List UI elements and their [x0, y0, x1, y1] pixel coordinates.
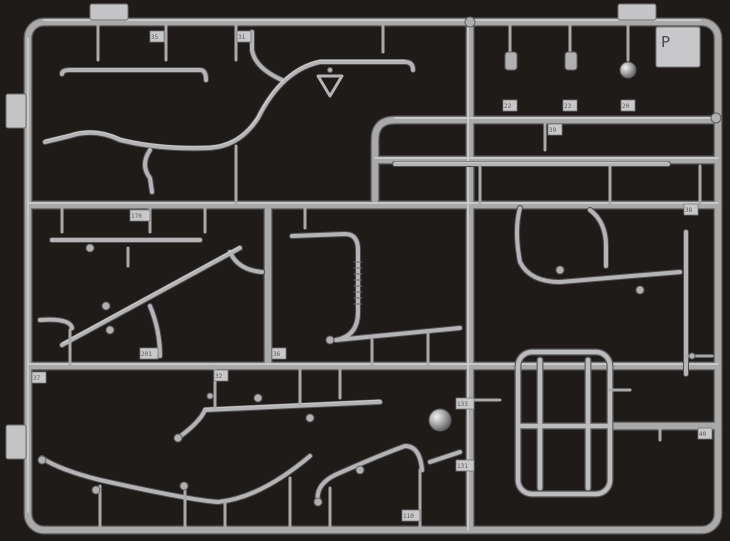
part-number: 110	[403, 513, 414, 520]
part-tag: 32	[213, 369, 229, 382]
part-tag: 40	[697, 427, 713, 440]
part-number: 36	[273, 351, 281, 358]
part-tag: 22	[502, 99, 518, 112]
part-number: 35	[151, 34, 159, 41]
frame-tabs	[5, 3, 657, 460]
part-tag: 36	[271, 347, 287, 360]
part-tag: 23	[562, 99, 578, 112]
part-number: 39	[549, 127, 557, 134]
part-tag: 39	[547, 123, 563, 136]
part-tag: 31	[236, 30, 252, 43]
sprue-letter-tag: P	[655, 26, 701, 68]
part-tag: 38	[683, 203, 699, 216]
sprue-frame	[23, 17, 723, 535]
part-tag: 201	[139, 347, 159, 360]
part-number: 131	[457, 463, 468, 470]
part-number: 37	[33, 375, 41, 382]
part-tag: 20	[620, 99, 636, 112]
part-tag: 110	[401, 509, 421, 522]
part-tag: 133	[455, 397, 475, 410]
part-number: 40	[699, 431, 707, 438]
part-number: 31	[238, 34, 246, 41]
part-number: 32	[215, 373, 223, 380]
part-number: 22	[504, 103, 512, 110]
part-tag: 170	[129, 209, 151, 222]
part-number: 201	[141, 351, 152, 358]
part-number: 23	[564, 103, 572, 110]
part-number: 20	[622, 103, 630, 110]
part-tag: 37	[31, 371, 47, 384]
parts	[37, 16, 722, 532]
part-number: 38	[685, 207, 693, 214]
part-tag: 35	[149, 30, 165, 43]
part-tag: 131	[455, 459, 475, 472]
sprue-letter: P	[661, 33, 670, 51]
part-number-tags: 35 31 22 23 20 39 170 38 201 36 37 32 13…	[31, 30, 713, 522]
part-number: 170	[131, 213, 142, 220]
part-number: 133	[457, 401, 468, 408]
